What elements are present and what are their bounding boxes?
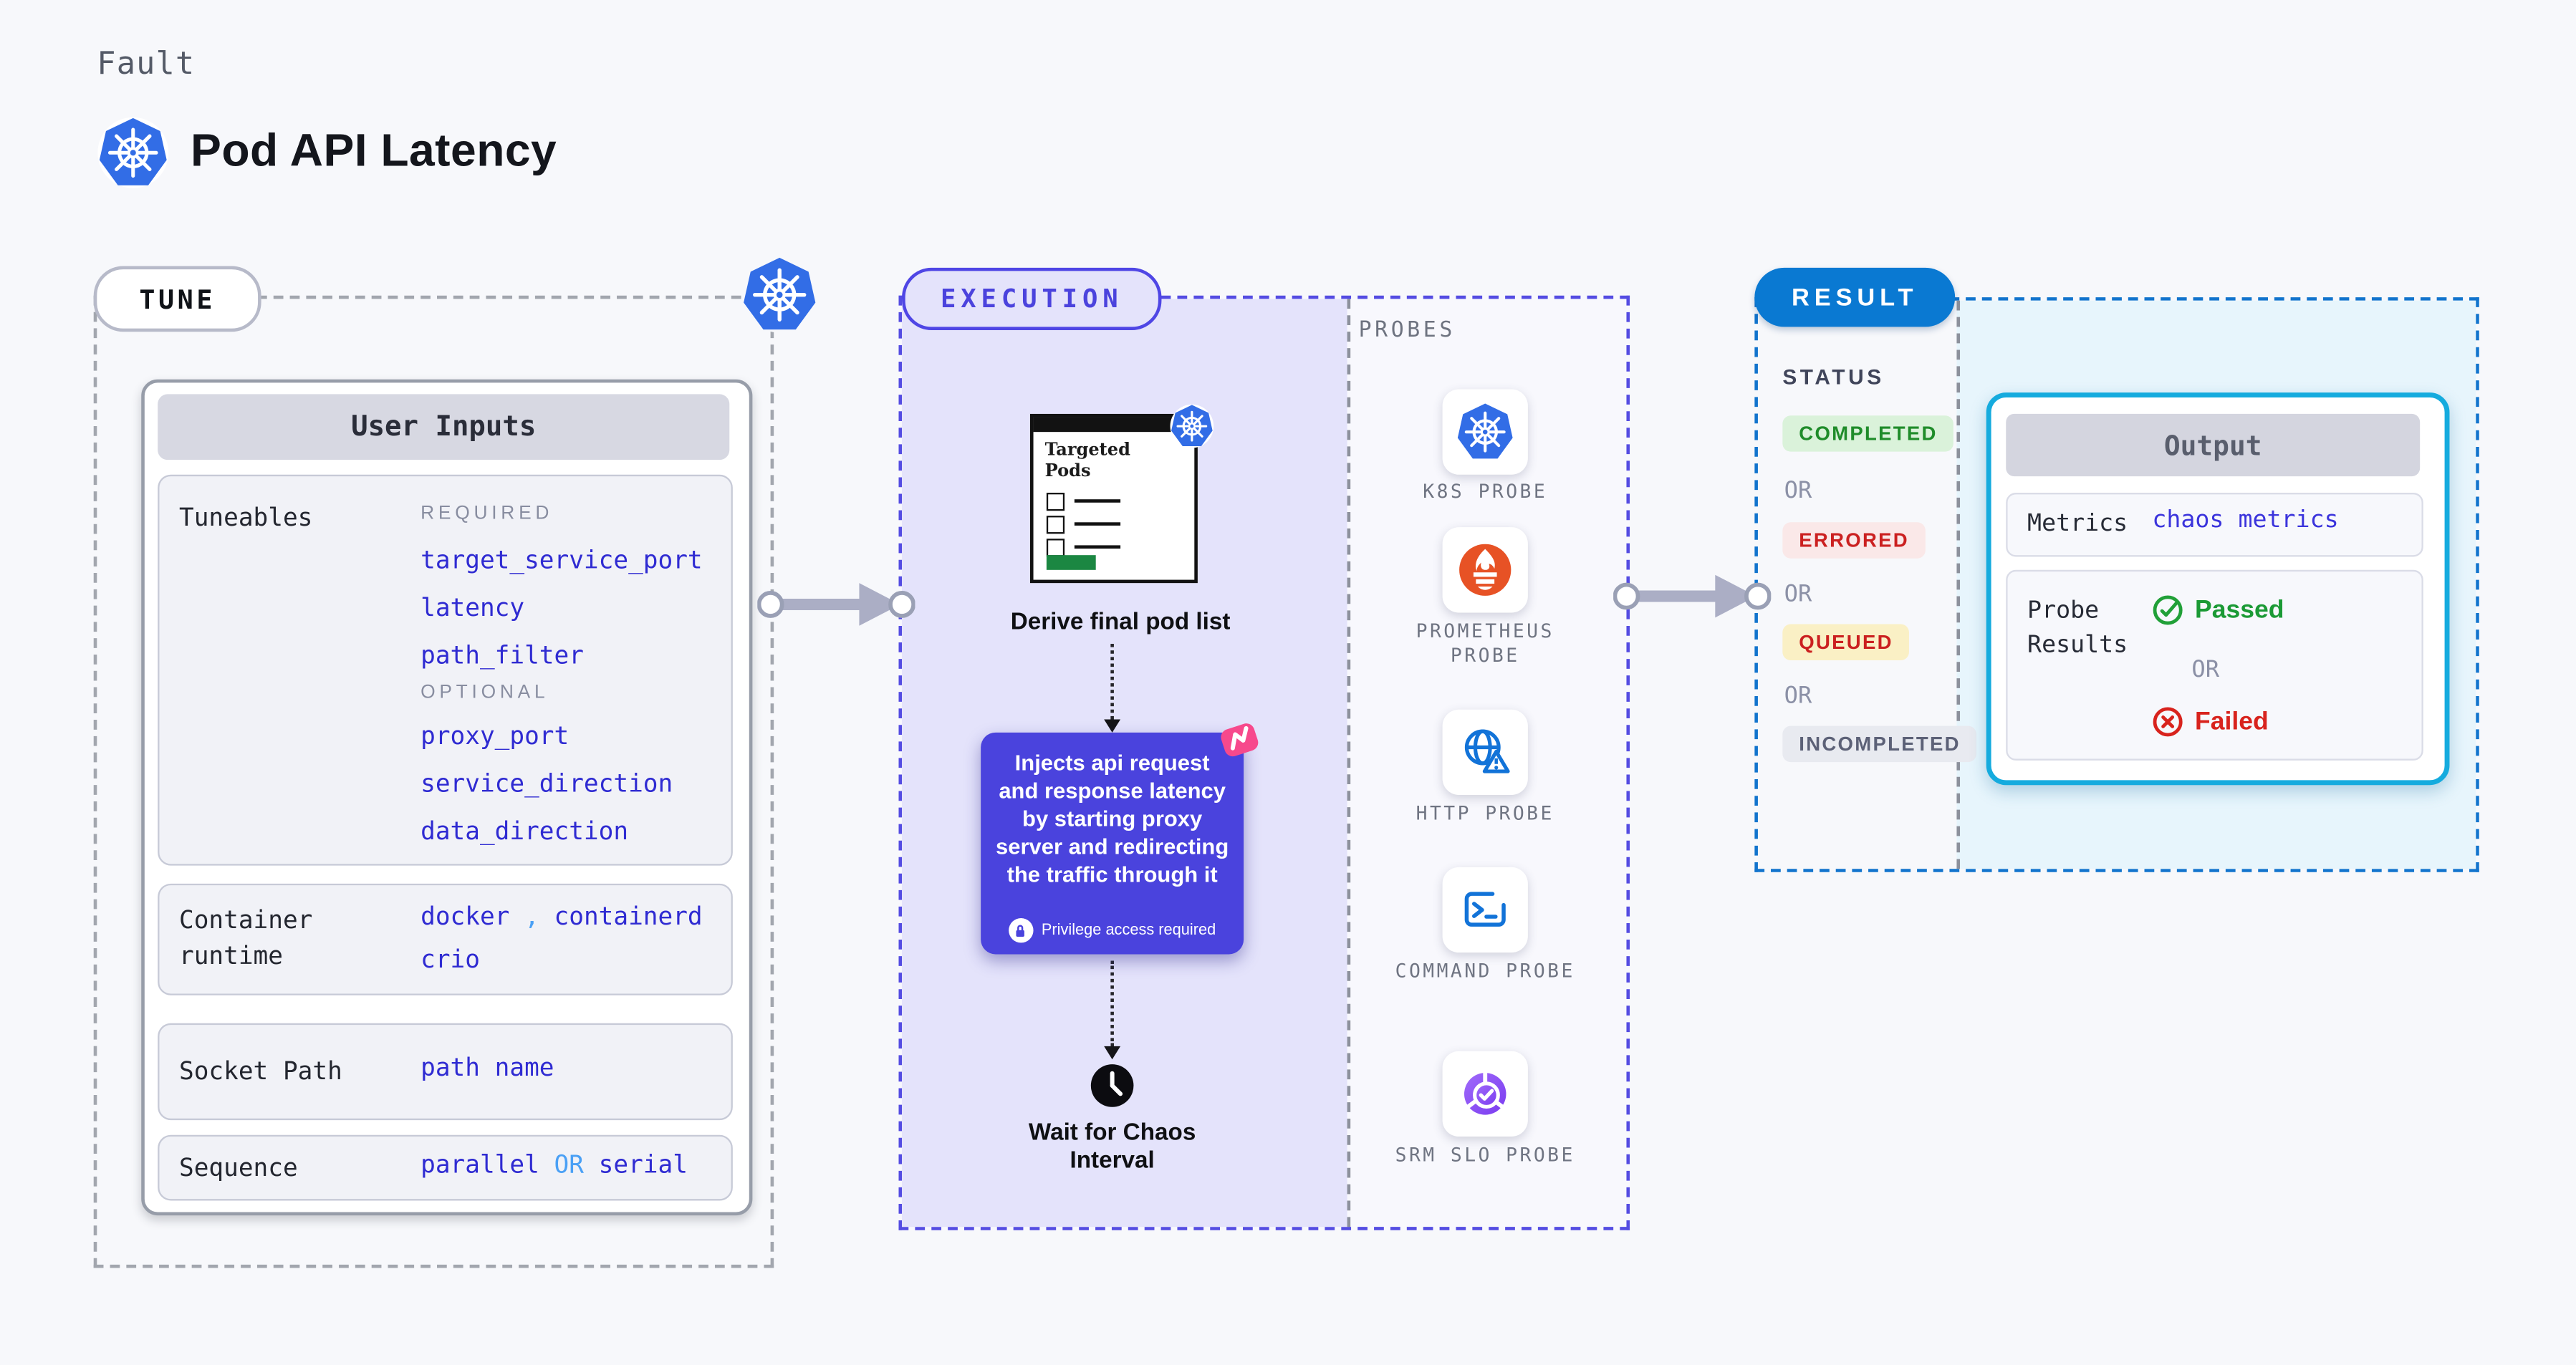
probe-name: SRM SLO PROBE [1395, 1143, 1575, 1167]
checkbox-icon [1046, 539, 1065, 557]
check-circle-icon [2153, 595, 2183, 625]
probe-tile-http [1442, 709, 1528, 796]
status-badge-completed: COMPLETED [1782, 415, 1954, 452]
lock-icon [1008, 918, 1034, 943]
param-latency: latency [420, 592, 525, 623]
terminal-icon [1464, 892, 1506, 927]
kubernetes-corner-icon [741, 256, 818, 333]
flow-arrow-tune-to-execution [757, 583, 915, 626]
status-badge-errored: ERRORED [1782, 522, 1926, 559]
list-line [1074, 545, 1121, 549]
user-inputs-header: User Inputs [158, 394, 730, 460]
page-title: Pod API Latency [191, 125, 557, 176]
status-badge-incompleted: INCOMPLETED [1782, 725, 1977, 763]
privilege-note: Privilege access required [981, 918, 1244, 943]
socket-path-label: Socket Path [178, 1056, 342, 1086]
window-titlebar [1033, 417, 1195, 433]
or-separator: OR [1784, 478, 1812, 505]
passed-result: Passed [2152, 594, 2284, 626]
slo-pie-check-icon [1464, 1070, 1506, 1115]
kubernetes-badge-icon [1170, 404, 1214, 448]
sequence-value: parallel OR serial [420, 1149, 688, 1180]
probe-results-row: Probe Results Passed OR Failed [2006, 569, 2423, 761]
connector-arrowhead [1104, 719, 1121, 733]
probe-tile-command [1442, 867, 1528, 953]
optional-label: OPTIONAL [420, 683, 549, 703]
param-proxy-port: proxy_port [420, 720, 569, 751]
metrics-value: chaos metrics [2152, 507, 2339, 534]
execution-pill: EXECUTION [902, 267, 1162, 330]
derive-pod-list-label: Derive final pod list [1010, 609, 1231, 636]
targeted-pods-window: Targeted Pods [1029, 404, 1214, 584]
clock-icon [1090, 1064, 1134, 1107]
probe-name: K8S PROBE [1423, 479, 1548, 503]
param-data-direction: data_direction [420, 816, 629, 847]
tuneables-section: Tuneables REQUIRED target_service_port l… [158, 474, 733, 866]
metrics-label: Metrics [2027, 511, 2128, 537]
probe-tile-prometheus [1442, 527, 1528, 613]
prometheus-icon [1459, 544, 1512, 596]
result-pill: RESULT [1754, 267, 1956, 327]
required-label: REQUIRED [420, 504, 554, 524]
kubernetes-icon [1456, 402, 1515, 462]
tuneables-label: Tuneables [178, 502, 313, 533]
probe-tile-srm-slo [1442, 1051, 1528, 1137]
green-button-bar [1046, 555, 1096, 570]
probes-label: PROBES [1358, 318, 1456, 344]
socket-path-value: path name [420, 1053, 554, 1083]
socket-path-section: Socket Path path name [158, 1023, 733, 1121]
probes-divider [1347, 299, 1351, 1227]
output-card: Output Metrics chaos metrics Probe Resul… [1986, 392, 2450, 786]
result-divider [1956, 300, 1961, 869]
status-label: STATUS [1782, 365, 1885, 390]
container-runtime-value-crio: crio [420, 944, 480, 974]
probe-tile-k8s [1442, 389, 1528, 475]
inject-description-box: Injects api request and response latency… [981, 723, 1259, 955]
container-runtime-section: Container runtime docker , containerd cr… [158, 883, 733, 995]
param-service-direction: service_direction [420, 768, 673, 799]
metrics-row: Metrics chaos metrics [2006, 493, 2423, 557]
output-header: Output [2006, 413, 2421, 477]
tune-pill: TUNE [93, 266, 261, 332]
param-target-service-port: target_service_port [420, 545, 703, 575]
list-line [1074, 522, 1121, 526]
checkbox-icon [1046, 493, 1065, 511]
status-badge-queued: QUEUED [1782, 624, 1910, 660]
container-runtime-values: docker , containerd [420, 902, 703, 932]
fault-eyebrow: Fault [97, 46, 196, 82]
targeted-pods-title: Targeted Pods [1044, 440, 1130, 481]
chaos-pink-icon [1221, 723, 1259, 757]
or-separator: OR [2191, 657, 2220, 684]
flow-arrow-execution-to-result [1613, 574, 1772, 618]
connector-dotted-line [1110, 644, 1114, 720]
list-line [1074, 499, 1121, 503]
sequence-section: Sequence parallel OR serial [158, 1134, 733, 1201]
connector-dotted-line [1110, 960, 1114, 1046]
or-separator: OR [1784, 683, 1812, 710]
failed-result: Failed [2152, 706, 2269, 738]
probe-results-label: Probe Results [2027, 597, 2128, 659]
globe-warning-icon [1464, 729, 1510, 773]
inject-text: Injects api request and response latency… [996, 751, 1229, 887]
x-circle-icon [2153, 707, 2183, 737]
probe-name: COMMAND PROBE [1395, 959, 1575, 983]
probe-name: PROMETHEUS PROBE [1416, 619, 1554, 667]
kubernetes-icon [97, 117, 169, 188]
param-path-filter: path_filter [420, 640, 584, 670]
tune-region [93, 295, 774, 1268]
or-separator: OR [1784, 581, 1812, 608]
sequence-label: Sequence [178, 1152, 298, 1183]
checkbox-icon [1046, 516, 1065, 534]
connector-arrowhead [1104, 1046, 1121, 1060]
user-inputs-card: User Inputs Tuneables REQUIRED target_se… [141, 379, 753, 1216]
probe-name: HTTP PROBE [1416, 801, 1554, 825]
container-runtime-label: Container runtime [178, 905, 313, 971]
wait-chaos-interval-label: Wait for Chaos Interval [1028, 1120, 1196, 1175]
